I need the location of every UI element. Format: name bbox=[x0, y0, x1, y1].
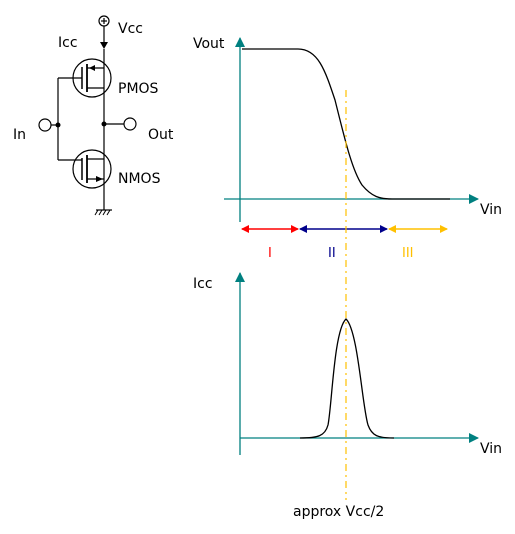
input-terminal bbox=[38, 118, 52, 132]
icc-curve bbox=[299, 318, 395, 439]
vout-axis-label: Vout bbox=[193, 36, 225, 52]
output-label: Out bbox=[148, 127, 174, 143]
region-2-label: II bbox=[328, 246, 336, 261]
icc-axis-label: Icc bbox=[193, 276, 213, 292]
ground-icon bbox=[94, 209, 112, 216]
icc-circuit-label: Icc bbox=[58, 35, 78, 51]
vin-axis-label-top: Vin bbox=[480, 202, 502, 218]
vcc-label: Vcc bbox=[118, 21, 143, 37]
current-arrow-icon bbox=[100, 42, 108, 49]
nmos-transistor bbox=[72, 148, 112, 210]
vout-curve bbox=[242, 48, 450, 200]
inverter-schematic: Vcc Icc PMOS In bbox=[13, 15, 174, 216]
output-terminal bbox=[123, 117, 137, 131]
vcc-supply-icon bbox=[98, 15, 110, 27]
region-1-label: I bbox=[268, 246, 272, 261]
transfer-characteristic-plot: Vout Vin I II III bbox=[193, 36, 502, 261]
pmos-label: PMOS bbox=[118, 81, 159, 97]
nmos-label: NMOS bbox=[118, 171, 161, 187]
midpoint-label: approx Vcc/2 bbox=[293, 504, 384, 520]
region-3-label: III bbox=[402, 246, 414, 261]
vin-axis-label-bottom: Vin bbox=[480, 441, 502, 457]
supply-current-plot: Icc Vin bbox=[193, 272, 502, 457]
pmos-transistor bbox=[72, 58, 112, 100]
input-label: In bbox=[13, 127, 26, 143]
